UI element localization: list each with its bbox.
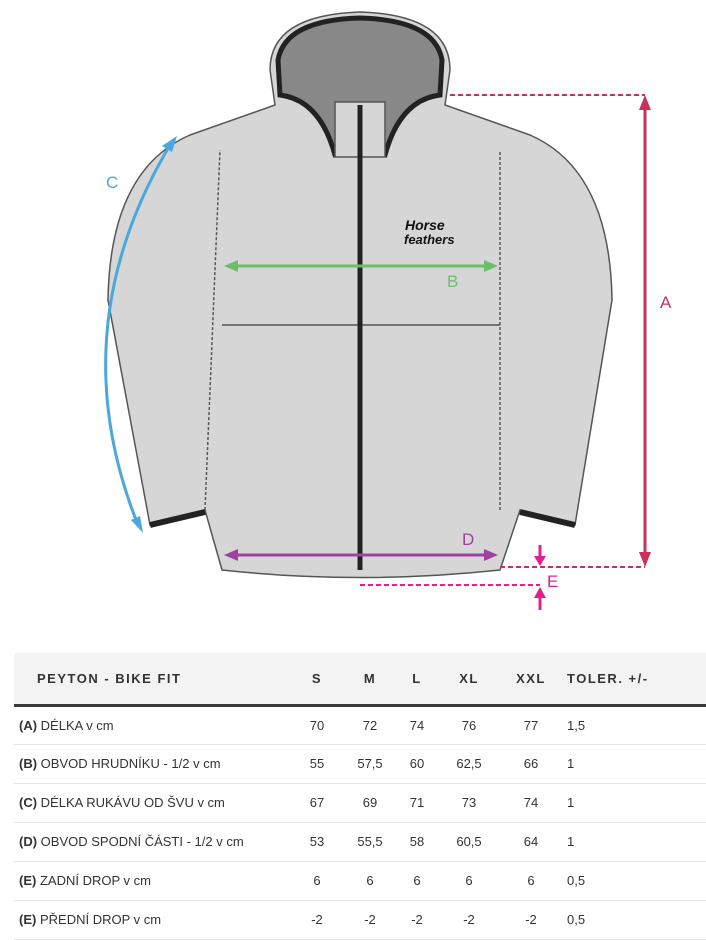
label-b: B — [447, 272, 459, 291]
tolerance-value: 0,5 — [567, 912, 586, 927]
size-value: -2 — [411, 912, 423, 927]
size-value: 69 — [362, 795, 378, 810]
row-code: (A) — [19, 717, 38, 733]
svg-text:feathers: feathers — [404, 232, 455, 247]
table-row: (E) ZADNÍ DROP v cm 6 6 6 6 6 0,5 — [14, 861, 706, 900]
tolerance-value: 1,5 — [567, 717, 586, 733]
row-name: DÉLKA v cm — [40, 717, 114, 733]
size-value: 6 — [413, 873, 421, 888]
tolerance-value: 1 — [567, 795, 575, 810]
table-row: (E) PŘEDNÍ DROP v cm -2 -2 -2 -2 -2 0,5 — [14, 900, 706, 939]
measure-c-arrow — [104, 144, 172, 526]
label-a: A — [660, 293, 672, 312]
size-header: XXL — [496, 653, 566, 707]
size-header: XL — [442, 653, 496, 707]
size-value: 76 — [461, 717, 477, 733]
size-table: PEYTON - BIKE FIT S M L XL XXL TOLER. +/… — [14, 653, 706, 940]
table-header: PEYTON - BIKE FIT S M L XL XXL TOLER. +/… — [14, 653, 706, 707]
size-value: 64 — [523, 834, 539, 849]
size-value: 57,5 — [357, 756, 383, 771]
row-name: DÉLKA RUKÁVU OD ŠVU v cm — [40, 795, 225, 810]
size-value: -2 — [525, 912, 537, 927]
size-value: 6 — [527, 873, 535, 888]
row-name: OBVOD HRUDNÍKU - 1/2 v cm — [40, 756, 221, 771]
size-value: 66 — [523, 756, 539, 771]
size-value: 58 — [409, 834, 425, 849]
size-value: 55,5 — [357, 834, 383, 849]
size-value: 60,5 — [456, 834, 482, 849]
label-d: D — [462, 530, 475, 549]
row-name: ZADNÍ DROP v cm — [39, 873, 151, 888]
size-value: 74 — [523, 795, 539, 810]
table-title: PEYTON - BIKE FIT — [14, 653, 286, 707]
size-value: 74 — [409, 717, 425, 733]
size-value: 73 — [461, 795, 477, 810]
tolerance-value: 1 — [567, 834, 575, 849]
table-row: (D) OBVOD SPODNÍ ČÁSTI - 1/2 v cm 53 55,5 5… — [14, 822, 706, 861]
tolerance-header: TOLER. +/- — [566, 653, 706, 707]
size-value: 71 — [409, 795, 425, 810]
row-code: (E) — [19, 912, 37, 927]
size-value: 6 — [366, 873, 374, 888]
size-value: 70 — [309, 717, 325, 733]
size-value: -2 — [311, 912, 323, 927]
size-header: M — [348, 653, 392, 707]
jacket-diagram: Horse feathers — [104, 11, 651, 610]
size-value: 6 — [313, 873, 321, 888]
size-header: S — [286, 653, 348, 707]
size-value: 67 — [309, 795, 325, 810]
row-label: (E) ZADNÍ DROP v cm — [14, 861, 286, 900]
size-value: 72 — [362, 717, 378, 733]
table-row: (B) OBVOD HRUDNÍKU - 1/2 v cm 55 57,5 60 62,… — [14, 744, 706, 783]
row-name: OBVOD SPODNÍ ČÁSTI - 1/2 v cm — [40, 834, 244, 849]
size-value: 55 — [309, 756, 325, 771]
size-header: L — [392, 653, 442, 707]
size-value: 77 — [523, 717, 539, 733]
label-c: C — [106, 173, 119, 192]
tolerance-value: 0,5 — [567, 873, 586, 888]
row-code: (C) — [19, 795, 38, 810]
size-value: 6 — [465, 873, 473, 888]
row-code: (E) — [19, 873, 37, 888]
size-value: 60 — [409, 756, 425, 771]
row-label: (A) DÉLKA v cm — [14, 705, 286, 744]
size-value: 53 — [309, 834, 325, 849]
size-value: -2 — [364, 912, 376, 927]
table-row: (C) DÉLKA RUKÁVU OD ŠVU v cm 67 69 71 73 74 1 — [14, 783, 706, 822]
label-e: E — [547, 572, 559, 591]
row-label: (E) PŘEDNÍ DROP v cm — [14, 900, 286, 939]
row-label: (C) DÉLKA RUKÁVU OD ŠVU v cm — [14, 783, 286, 822]
brand-logo: Horse — [405, 217, 445, 233]
size-value: -2 — [463, 912, 475, 927]
row-code: (B) — [19, 756, 38, 771]
row-name: PŘEDNÍ DROP v cm — [39, 912, 162, 927]
tolerance-value: 1 — [567, 756, 575, 771]
row-label: (B) OBVOD HRUDNÍKU - 1/2 v cm — [14, 744, 286, 783]
size-value: 62,5 — [456, 756, 482, 771]
table-row: (A) DÉLKA v cm 70 72 74 76 77 1,5 — [14, 705, 706, 744]
row-code: (D) — [19, 834, 38, 849]
row-label: (D) OBVOD SPODNÍ ČÁSTI - 1/2 v cm — [14, 822, 286, 861]
